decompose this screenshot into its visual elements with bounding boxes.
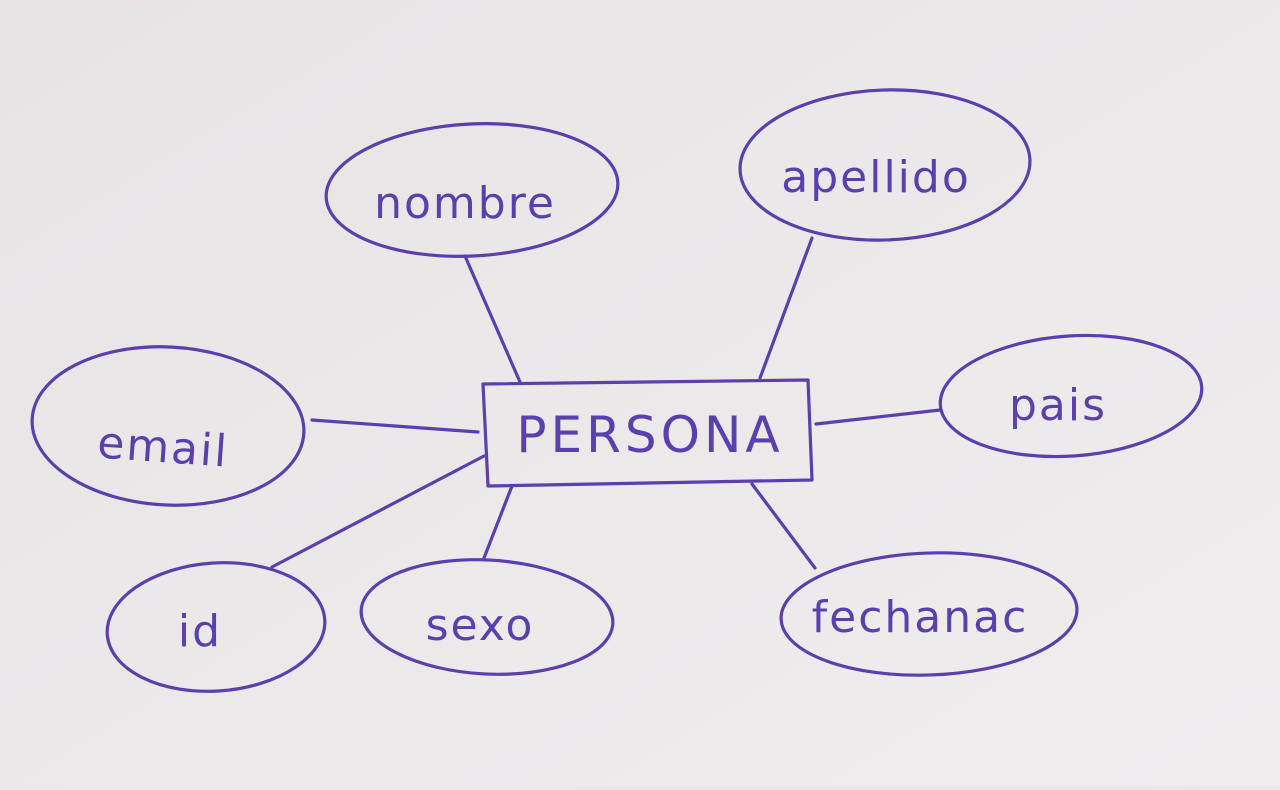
attribute-nombre-label: nombre xyxy=(374,178,556,229)
connector-pais xyxy=(814,408,942,426)
connector-apellido xyxy=(758,236,814,380)
entity-persona-box xyxy=(481,378,814,488)
connector-id xyxy=(270,454,486,569)
attribute-id-label: id xyxy=(178,606,222,657)
attribute-email-ellipse xyxy=(30,345,306,507)
entity-persona-label: PERSONA xyxy=(516,406,783,464)
connector-sexo xyxy=(482,484,514,560)
attribute-pais-ellipse xyxy=(938,333,1204,459)
attribute-id-ellipse xyxy=(105,561,327,693)
attribute-sexo-label: sexo xyxy=(426,600,535,651)
attribute-fechanac-label: fechanac xyxy=(812,592,1029,643)
attribute-apellido-ellipse xyxy=(738,88,1032,242)
connector-nombre xyxy=(463,254,522,384)
attribute-apellido-label: apellido xyxy=(781,152,971,203)
connector-email xyxy=(310,418,480,434)
attribute-fechanac-ellipse xyxy=(779,551,1079,677)
attribute-nombre-ellipse xyxy=(324,122,620,258)
connector-fechanac xyxy=(750,482,817,570)
attribute-sexo-ellipse xyxy=(359,558,615,676)
attribute-pais-label: pais xyxy=(1009,380,1107,431)
attribute-email-label: email xyxy=(96,418,231,478)
